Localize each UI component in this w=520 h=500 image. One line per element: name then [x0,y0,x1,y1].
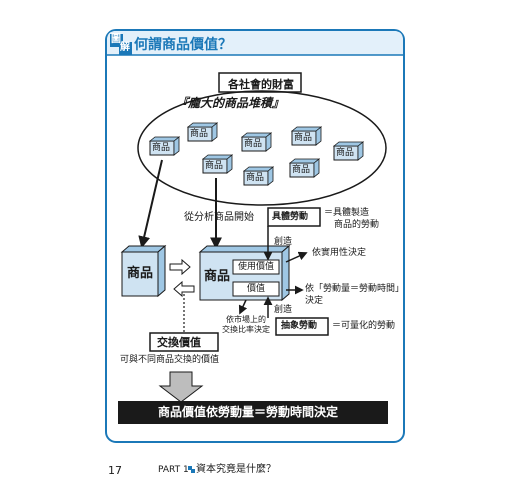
left-commodity-box [120,244,167,298]
commodity-cube-5 [332,141,365,161]
commodity-cube-7 [242,166,275,186]
badge-square-2 [119,42,132,55]
main-commodity-label: 商品 [204,269,231,284]
commodity-cube-label: 商品 [292,165,311,175]
creates-label-bottom: 創造 [274,305,293,315]
commodity-cube-label: 商品 [246,173,265,183]
arrow-utility-determines [285,251,308,263]
exchange-value-box [149,332,219,352]
page-title: 何謂商品價值？ [134,37,232,53]
arrow-to-left-commodity [138,159,163,249]
badge-char-2: 解 [120,42,130,53]
exchange-arrow-right [169,258,191,276]
labor-time-label-line1: 依「勞動量＝勞動時間」 [305,284,405,294]
conclusion-text: 商品價值依勞動量＝勞動時間決定 [158,405,339,419]
left-commodity-label: 商品 [127,266,154,281]
value-box [232,281,280,297]
exchange-value-desc: 可與不同商品交換的價值 [120,355,220,365]
commodity-cube-8 [288,158,321,178]
exchange-value-label: 交換價值 [157,336,201,349]
use-value-box [232,259,280,275]
abstract-labor-desc: ＝可量化的勞動 [332,321,396,331]
commodity-cube-2 [186,122,219,142]
conclusion-bar [118,401,388,424]
part-label: PART 1 [158,465,189,475]
value-label: 價值 [247,284,266,294]
commodity-cube-6 [201,154,234,174]
commodity-cube-label: 商品 [152,143,171,153]
commodity-cube-label: 商品 [336,148,355,158]
concrete-labor-desc-line1: ＝具體製造 [324,208,370,218]
analysis-start-label: 從分析商品開始 [184,212,254,223]
labor-time-label-line2: 決定 [305,296,324,306]
commodity-cube-label: 商品 [205,161,224,171]
pile-label: 『龐大的商品堆積』 [176,96,285,110]
concrete-labor-box [267,207,321,227]
market-ratio-label-line2: 交換比率決定 [222,325,270,334]
use-value-label: 使用價值 [238,262,275,272]
part-question: 資本究竟是什麼？ [196,464,276,475]
concrete-labor-desc-line2: 商品的勞動 [334,220,380,230]
abstract-labor-box [275,317,329,336]
arrow-market-ratio [238,299,248,315]
header-band [107,31,403,55]
commodity-cube-3 [240,132,273,152]
wealth-label: 各社會的財富 [228,78,294,91]
abstract-labor-label: 抽象勞動 [281,321,318,331]
market-ratio-label-line1: 依市場上的 [226,315,266,324]
commodity-cube-label: 商品 [294,133,313,143]
creates-label-top: 創造 [274,237,293,247]
commodity-pile-ellipse [137,90,387,206]
badge-char-1: 圖 [111,34,121,45]
exchange-arrow-left [173,280,195,298]
page-number: 17 [108,464,122,477]
commodity-cube-4 [290,126,323,146]
conclusion-down-arrow [158,371,204,403]
concrete-labor-label: 具體勞動 [272,212,309,222]
wealth-label-box [218,72,302,93]
commodity-cube-label: 商品 [190,129,209,139]
commodity-cube-1 [148,136,181,156]
commodity-cube-label: 商品 [244,139,263,149]
footer-part-icon [188,466,195,473]
utility-determined-label: 依實用性決定 [312,248,367,258]
